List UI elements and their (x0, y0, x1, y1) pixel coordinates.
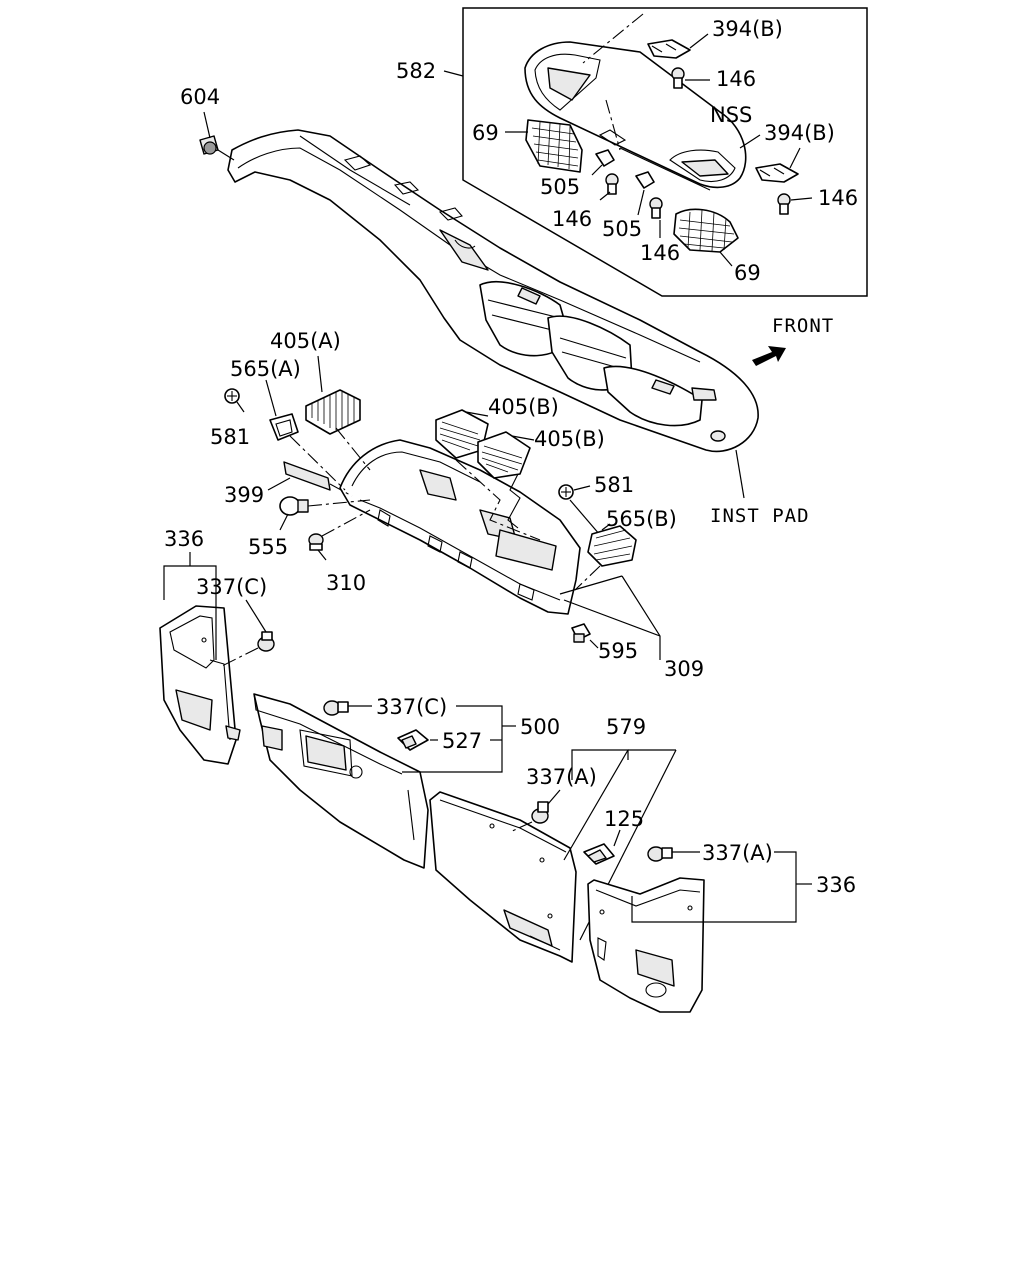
label-337c-left: 337(C) (196, 575, 267, 599)
lower-panel-500 (253, 693, 429, 869)
nut-595 (571, 623, 599, 649)
label-565b: 565(B) (606, 507, 677, 531)
screw-581-left (224, 388, 245, 413)
knob-555 (279, 496, 371, 531)
label-336-left: 336 (164, 527, 204, 551)
clip-337c-mid (323, 700, 372, 716)
strip-399 (267, 461, 353, 497)
front-direction-arrow (752, 346, 786, 366)
side-cover-336-right (587, 877, 705, 1013)
vent-grille-69-left (505, 119, 583, 173)
clip-125 (583, 829, 621, 865)
label-604: 604 (180, 85, 220, 109)
clip-337a-right (647, 846, 700, 862)
label-581-right: 581 (594, 473, 634, 497)
label-69-right: 69 (734, 261, 761, 285)
vent-405a (305, 355, 371, 471)
clip-337a-center (509, 789, 561, 833)
screw-146-left (599, 173, 619, 201)
label-405b-2: 405(B) (534, 427, 605, 451)
label-337a-right: 337(A) (702, 841, 773, 865)
bracket-565a (265, 379, 346, 491)
vent-405b-2 (477, 431, 535, 479)
screw-581-right (558, 484, 601, 536)
label-399: 399 (224, 483, 264, 507)
label-527: 527 (442, 729, 482, 753)
upper-trim-panel (524, 41, 747, 191)
center-panel-579 (429, 791, 577, 963)
label-146-right: 146 (818, 186, 858, 210)
clip-394b-right (739, 134, 801, 183)
label-405b-1: 405(B) (488, 395, 559, 419)
label-inst-pad: INST PAD (710, 505, 810, 527)
label-337a-center: 337(A) (526, 765, 597, 789)
instrument-panel-frame (339, 439, 661, 637)
side-cover-336-left (159, 605, 241, 765)
label-500: 500 (520, 715, 560, 739)
label-336-right: 336 (816, 873, 856, 897)
clip-527 (397, 729, 438, 751)
clip-394b-top (647, 33, 709, 59)
label-125: 125 (604, 807, 644, 831)
label-394b-right: 394(B) (764, 121, 835, 145)
label-505-left: 505 (540, 175, 580, 199)
label-581-left: 581 (210, 425, 250, 449)
label-146-mid: 146 (640, 241, 680, 265)
screw-146-right (777, 193, 813, 215)
clip-505-right (635, 171, 655, 216)
label-394b-top: 394(B) (712, 17, 783, 41)
label-582: 582 (396, 59, 436, 83)
clip-310 (308, 509, 371, 561)
screw-146-top (671, 67, 710, 89)
label-555: 555 (248, 535, 288, 559)
label-505-right: 505 (602, 217, 642, 241)
label-146-left: 146 (552, 207, 592, 231)
label-front: FRONT (772, 315, 834, 337)
label-337c-mid: 337(C) (376, 695, 447, 719)
label-565a: 565(A) (230, 357, 301, 381)
label-nss: NSS (710, 103, 752, 127)
label-146-top: 146 (716, 67, 756, 91)
callout-labels: 582 604 394(B) 146 NSS 394(B) 69 505 146… (164, 17, 858, 897)
label-595: 595 (598, 639, 638, 663)
clip-505-left (591, 149, 615, 176)
label-310: 310 (326, 571, 366, 595)
label-405a: 405(A) (270, 329, 341, 353)
label-309: 309 (664, 657, 704, 681)
bracket-565b (574, 523, 637, 591)
label-579: 579 (606, 715, 646, 739)
inset-box-582 (443, 7, 868, 297)
label-69-left: 69 (472, 121, 499, 145)
clip-337c-left (221, 599, 275, 667)
instrument-pad (227, 129, 759, 499)
vent-grille-69-right (673, 208, 739, 267)
clip-604 (199, 111, 235, 161)
screw-146-mid (649, 197, 663, 238)
